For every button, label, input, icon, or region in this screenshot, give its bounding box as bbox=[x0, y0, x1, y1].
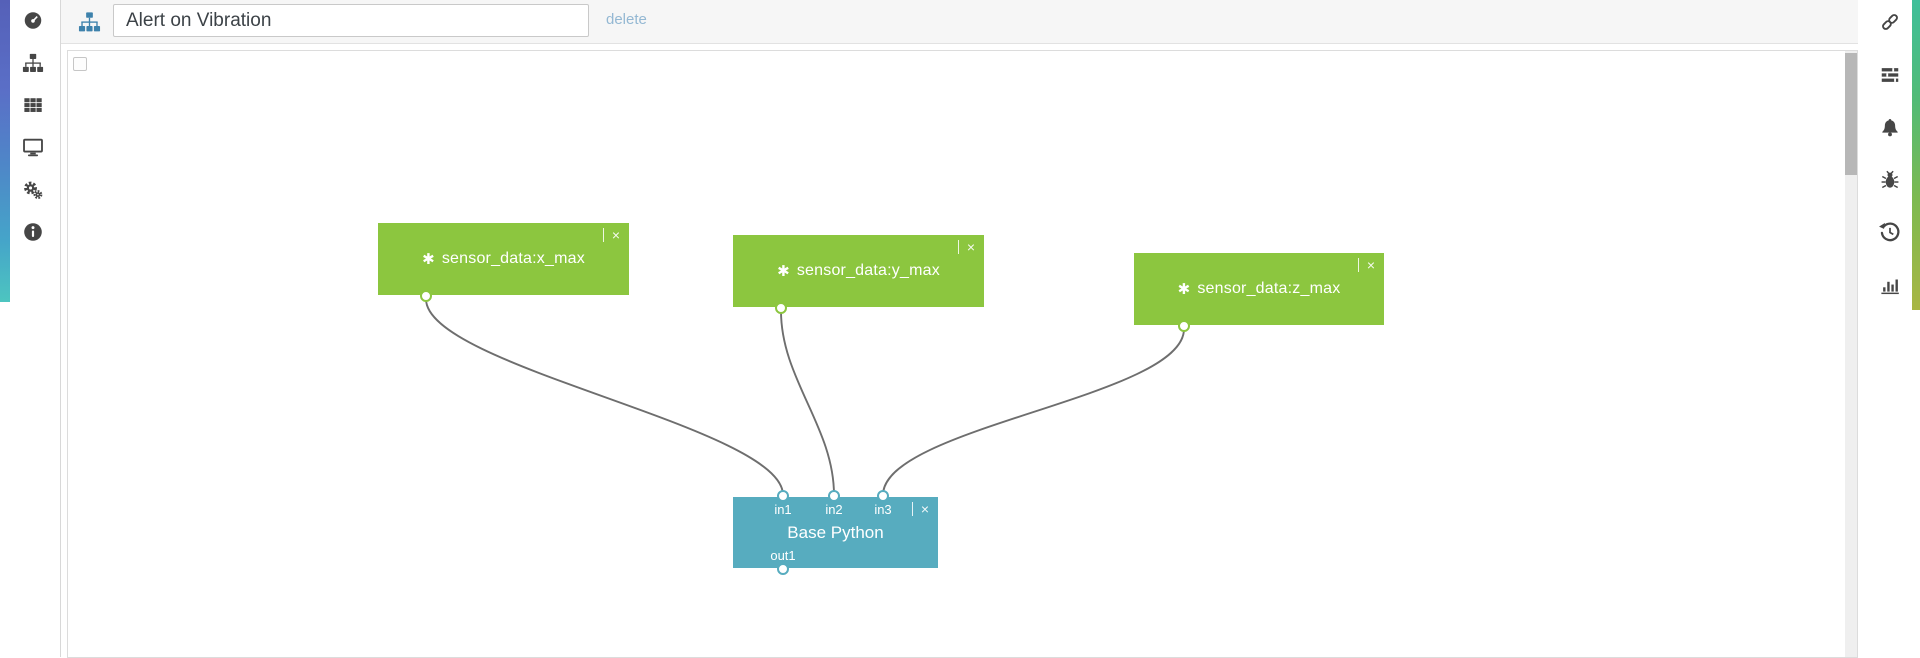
select-all-checkbox[interactable] bbox=[73, 57, 87, 71]
history-button[interactable] bbox=[1879, 221, 1901, 243]
node-base-python[interactable]: × in1 in2 in3 Base Python out1 bbox=[733, 490, 938, 575]
output-port[interactable] bbox=[1178, 320, 1190, 332]
node-close-button[interactable]: × bbox=[602, 228, 620, 242]
right-toolbar bbox=[1858, 0, 1920, 657]
flow-name-input[interactable] bbox=[113, 4, 589, 37]
input-port-label: in1 bbox=[774, 502, 792, 517]
node-close-button[interactable]: × bbox=[911, 502, 929, 516]
node-label: ✱sensor_data:z_max bbox=[1177, 280, 1341, 298]
node-sensor-z-max[interactable]: × ✱sensor_data:z_max bbox=[1134, 253, 1384, 332]
gauge-icon bbox=[22, 9, 44, 31]
input-port-label: in2 bbox=[825, 502, 843, 517]
node-label: ✱sensor_data:y_max bbox=[777, 262, 940, 280]
asterisk-icon: ✱ bbox=[1177, 281, 1191, 298]
flow-editor-panel: delete × ✱sensor_data:x_max × ✱sensor_da… bbox=[60, 0, 1858, 658]
input-port-label: in3 bbox=[874, 502, 892, 517]
output-port-label: out1 bbox=[770, 548, 796, 563]
workflows-button[interactable] bbox=[22, 52, 44, 74]
monitor-icon bbox=[22, 136, 44, 158]
history-icon bbox=[1879, 221, 1901, 243]
link-icon bbox=[1879, 11, 1901, 33]
info-icon bbox=[22, 221, 44, 243]
flow-topbar: delete bbox=[61, 0, 1858, 44]
info-button[interactable] bbox=[22, 221, 44, 243]
right-gradient-strip bbox=[1912, 0, 1920, 310]
bug-icon bbox=[1879, 169, 1901, 191]
bar-chart-icon bbox=[1879, 274, 1901, 296]
node-close-button[interactable]: × bbox=[1357, 258, 1375, 272]
input-port-in1[interactable] bbox=[777, 490, 789, 502]
input-port-in3[interactable] bbox=[877, 490, 889, 502]
node-sensor-y-max[interactable]: × ✱sensor_data:y_max bbox=[733, 235, 984, 314]
left-gradient-strip bbox=[0, 0, 10, 302]
output-port[interactable] bbox=[420, 290, 432, 302]
asterisk-icon: ✱ bbox=[422, 251, 435, 268]
alerts-button[interactable] bbox=[1879, 117, 1901, 139]
data-tables-button[interactable] bbox=[22, 94, 44, 116]
connection-wire[interactable] bbox=[425, 298, 784, 496]
sitemap-icon bbox=[78, 10, 101, 34]
analytics-button[interactable] bbox=[1879, 274, 1901, 296]
left-toolbar bbox=[0, 0, 60, 657]
table-icon bbox=[22, 94, 44, 116]
tasks-icon bbox=[1879, 64, 1901, 86]
asterisk-icon: ✱ bbox=[777, 263, 790, 280]
node-label: ✱sensor_data:x_max bbox=[422, 250, 585, 268]
tasks-button[interactable] bbox=[1879, 64, 1901, 86]
devices-button[interactable] bbox=[22, 136, 44, 158]
output-port[interactable] bbox=[775, 302, 787, 314]
node-label: Base Python bbox=[787, 523, 884, 542]
node-close-button[interactable]: × bbox=[957, 240, 975, 254]
sitemap-icon bbox=[22, 52, 44, 74]
flow-canvas[interactable]: × ✱sensor_data:x_max × ✱sensor_data:y_ma… bbox=[67, 50, 1858, 658]
scrollbar-thumb[interactable] bbox=[1845, 53, 1857, 175]
input-port-in2[interactable] bbox=[828, 490, 840, 502]
connection-wires bbox=[425, 298, 1185, 496]
dashboard-button[interactable] bbox=[22, 9, 44, 31]
bell-icon bbox=[1879, 117, 1901, 139]
links-button[interactable] bbox=[1879, 11, 1901, 33]
connection-wire[interactable] bbox=[780, 310, 835, 496]
settings-button[interactable] bbox=[22, 179, 44, 201]
node-sensor-x-max[interactable]: × ✱sensor_data:x_max bbox=[378, 223, 629, 302]
output-port-out1[interactable] bbox=[777, 563, 789, 575]
connection-wire[interactable] bbox=[882, 328, 1185, 496]
debug-button[interactable] bbox=[1879, 169, 1901, 191]
gears-icon bbox=[22, 179, 44, 201]
canvas-scrollbar[interactable] bbox=[1845, 51, 1857, 657]
delete-flow-link[interactable]: delete bbox=[606, 11, 647, 28]
